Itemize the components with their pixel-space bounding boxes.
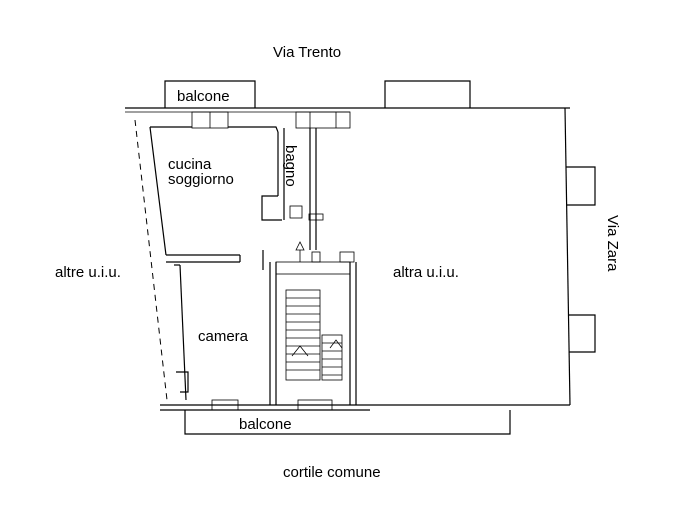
east-wall bbox=[564, 107, 596, 406]
south-balcony-label: balcone bbox=[239, 416, 292, 433]
street-north-label: Via Trento bbox=[273, 44, 341, 61]
street-south-label: cortile comune bbox=[283, 464, 381, 481]
north-balcony bbox=[164, 80, 256, 108]
bathroom-walls bbox=[283, 128, 324, 250]
bathroom-window bbox=[295, 111, 351, 129]
west-boundary bbox=[134, 119, 168, 401]
south-wall bbox=[160, 399, 570, 411]
neighbors-east-label: altra u.i.u. bbox=[393, 264, 459, 281]
kitchen-window bbox=[191, 111, 229, 129]
living-label: soggiorno bbox=[168, 171, 234, 188]
bedroom-walls bbox=[174, 250, 264, 401]
staircase bbox=[269, 241, 357, 405]
street-east-label: Via Zara bbox=[604, 215, 621, 272]
kitchen-label: cucina bbox=[168, 156, 212, 173]
bedroom-label: camera bbox=[198, 328, 249, 345]
north-balcony-label: balcone bbox=[177, 88, 230, 105]
kitchen-walls bbox=[149, 126, 282, 263]
north-east-projection bbox=[384, 80, 471, 108]
south-balcony bbox=[184, 410, 511, 435]
north-wall bbox=[125, 107, 570, 113]
neighbors-west-label: altre u.i.u. bbox=[55, 264, 121, 281]
bathroom-label: bagno bbox=[282, 145, 299, 187]
